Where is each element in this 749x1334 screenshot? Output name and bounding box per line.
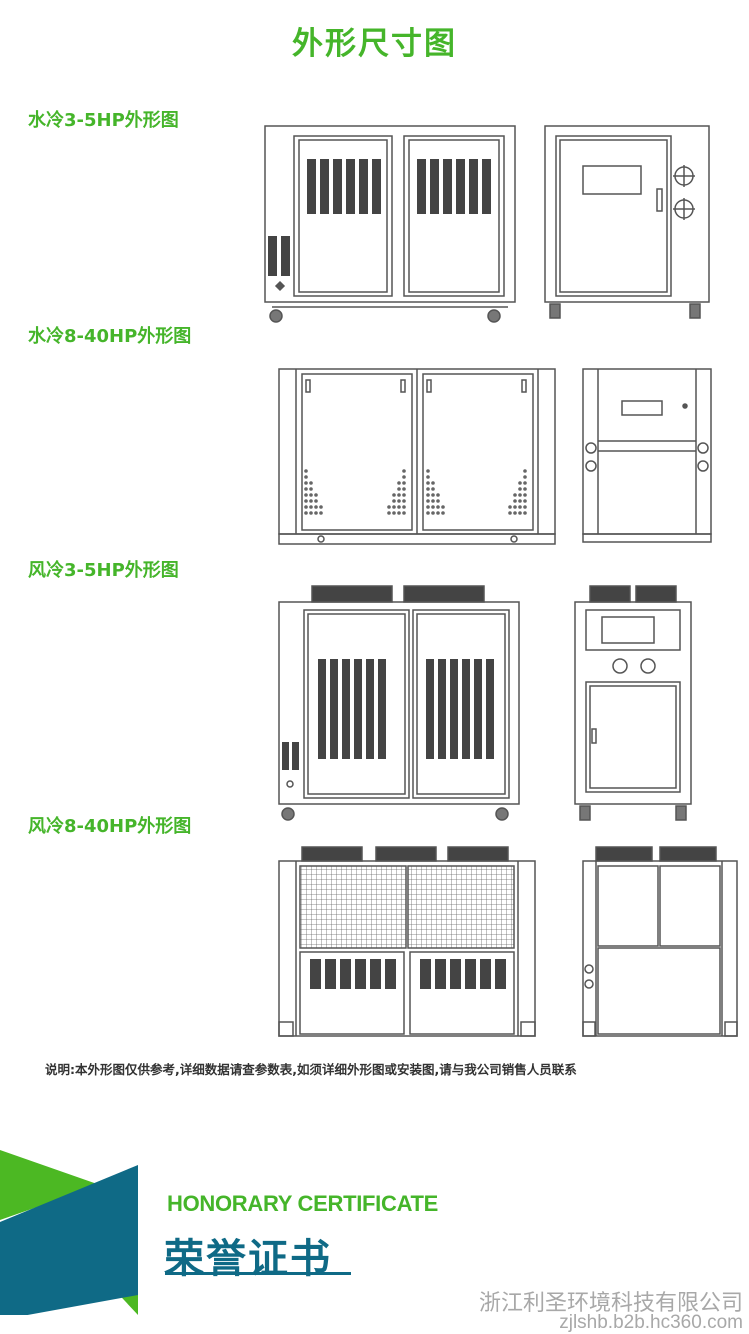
vent-slot xyxy=(268,236,277,276)
air-8-40hp-front-drawing xyxy=(276,844,538,1044)
vent-slot xyxy=(495,959,506,989)
vent-slot xyxy=(340,959,351,989)
vent-grille xyxy=(318,659,386,759)
vent-slot xyxy=(307,159,316,214)
vent-slot xyxy=(281,236,290,276)
section-label-water-8-40hp: 水冷8-40HP外形图 xyxy=(28,326,192,347)
watermark-company: 浙江利圣环境科技有限公司 xyxy=(478,1291,743,1316)
vent-slot xyxy=(435,959,446,989)
vent-slot xyxy=(359,159,368,214)
vent-holes xyxy=(387,469,406,515)
vent-slot xyxy=(325,959,336,989)
vent-slot xyxy=(320,159,329,214)
honorary-certificate-heading: HONORARY CERTIFICATE xyxy=(167,1191,439,1216)
vent-slot xyxy=(330,659,338,759)
vent-slot xyxy=(342,659,350,759)
section-label-air-8-40hp: 风冷8-40HP外形图 xyxy=(28,816,192,837)
vent-holes xyxy=(426,469,445,515)
vent-grille xyxy=(310,959,396,989)
heading-underline xyxy=(165,1272,351,1275)
water-3-5hp-side-drawing xyxy=(542,124,714,324)
air-8-40hp-side-drawing xyxy=(580,844,742,1044)
vent-slot xyxy=(486,659,494,759)
vent-grille xyxy=(420,959,506,989)
vent-slot xyxy=(282,742,289,770)
banner-ribbon-graphic xyxy=(0,1150,138,1315)
vent-slot xyxy=(417,159,426,214)
vent-slot xyxy=(474,659,482,759)
water-8-40hp-side-drawing xyxy=(580,366,716,548)
water-8-40hp-front-drawing xyxy=(276,366,560,550)
vent-slot xyxy=(355,959,366,989)
vent-slot xyxy=(450,959,461,989)
vent-slot xyxy=(482,159,491,214)
vent-grille xyxy=(282,742,299,770)
vent-slot xyxy=(450,659,458,759)
section-label-water-3-5hp: 水冷3-5HP外形图 xyxy=(28,110,179,131)
vent-slot xyxy=(480,959,491,989)
section-label-air-3-5hp: 风冷3-5HP外形图 xyxy=(28,560,179,581)
vent-holes xyxy=(304,469,323,515)
vent-slot xyxy=(426,659,434,759)
vent-slot xyxy=(469,159,478,214)
honorary-certificate-chinese-heading: 荣誉证书 xyxy=(164,1236,332,1282)
vent-slot xyxy=(354,659,362,759)
air-3-5hp-side-drawing xyxy=(572,584,696,828)
vent-grille xyxy=(426,659,494,759)
watermark-url: zjlshb.b2b.hc360.com xyxy=(559,1312,743,1333)
air-3-5hp-front-drawing xyxy=(276,584,524,828)
vent-slot xyxy=(385,959,396,989)
vent-grille xyxy=(307,159,381,214)
vent-slot xyxy=(333,159,342,214)
vent-slot xyxy=(318,659,326,759)
water-3-5hp-front-drawing xyxy=(262,124,520,324)
vent-slot xyxy=(372,159,381,214)
vent-slot xyxy=(292,742,299,770)
vent-slot xyxy=(346,159,355,214)
vent-slot xyxy=(366,659,374,759)
vent-slot xyxy=(438,659,446,759)
note-text: 说明:本外形图仅供参考,详细数据请查参数表,如须详细外形图或安装图,请与我公司销… xyxy=(45,1062,577,1077)
vent-slot xyxy=(310,959,321,989)
vent-slot xyxy=(420,959,431,989)
vent-slot xyxy=(465,959,476,989)
vent-grille xyxy=(417,159,491,214)
vent-slot xyxy=(430,159,439,214)
vent-slot xyxy=(370,959,381,989)
vent-holes xyxy=(508,469,527,515)
vent-grille xyxy=(268,236,290,276)
vent-slot xyxy=(378,659,386,759)
vent-slot xyxy=(456,159,465,214)
vent-slot xyxy=(462,659,470,759)
page-title: 外形尺寸图 xyxy=(292,26,457,62)
vent-slot xyxy=(443,159,452,214)
